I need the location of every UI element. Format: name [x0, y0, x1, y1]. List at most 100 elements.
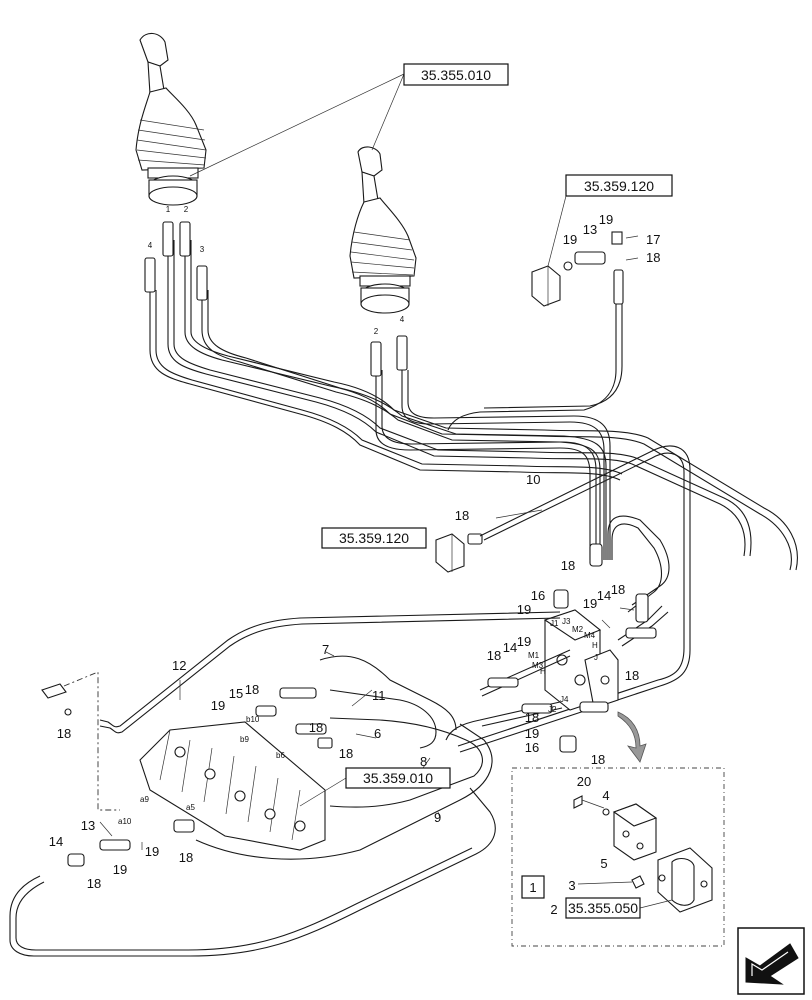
- ref-joysticks: 35.355.010: [421, 67, 491, 83]
- callout: 18: [561, 558, 575, 573]
- detail-leaders: [577, 881, 673, 909]
- port-label: a10: [118, 817, 132, 826]
- callout: 13: [583, 222, 597, 237]
- callout: 18: [525, 710, 539, 725]
- port-label: J4: [560, 695, 569, 704]
- callout: 18: [179, 850, 193, 865]
- ref-box-valve: 35.359.010: [345, 767, 451, 789]
- callout: 2: [550, 902, 557, 917]
- callout: 19: [211, 698, 225, 713]
- callout: 12: [172, 658, 186, 673]
- port-labels: 1 2 3 4 2 4 J1 J3 M1 M2 M3 M4 H H J J2 J…: [118, 205, 598, 826]
- ref-pilot-mid: 35.359.120: [339, 530, 409, 546]
- hose-9: [195, 723, 493, 860]
- port-label: 1: [166, 205, 171, 214]
- callout: 19: [563, 232, 577, 247]
- pilot-valve-mid: [435, 533, 483, 573]
- callout: 20: [577, 774, 591, 789]
- dashed-link: [63, 671, 120, 811]
- callout: 6: [374, 726, 381, 741]
- port-label: J2: [548, 705, 557, 714]
- callout: 19: [583, 596, 597, 611]
- callout: 1: [529, 880, 536, 895]
- port-label: J1: [550, 619, 559, 628]
- callout: 14: [49, 834, 63, 849]
- ref-box-joysticks: 35.355.010: [403, 63, 509, 86]
- callout: 18: [591, 752, 605, 767]
- callout: 11: [372, 688, 386, 703]
- port-label: 4: [148, 241, 153, 250]
- detail-box: [511, 767, 725, 947]
- ref-box-pilot-mid: 35.359.120: [321, 527, 427, 549]
- callout: 17: [646, 232, 660, 247]
- port-label: 3: [200, 245, 205, 254]
- callout: 18: [625, 668, 639, 683]
- ref-valve: 35.359.010: [363, 770, 433, 786]
- port-label: J: [594, 653, 598, 662]
- port-label: b6: [276, 751, 285, 760]
- callout: 4: [602, 788, 609, 803]
- callout: 18: [487, 648, 501, 663]
- port-label: M2: [572, 625, 584, 634]
- hose-11: [329, 689, 437, 749]
- callout: 18: [57, 726, 71, 741]
- left-joystick: [135, 32, 207, 206]
- hose-8: [329, 717, 483, 808]
- port-label: b9: [240, 735, 249, 744]
- callout: 3: [568, 878, 575, 893]
- hose-12: [99, 611, 561, 728]
- ref-bracket: 35.355.050: [568, 900, 638, 916]
- port-label: H: [592, 641, 598, 650]
- callout: 16: [525, 740, 539, 755]
- port-label: a5: [186, 803, 195, 812]
- joystick-hose-bundle: [149, 240, 798, 571]
- ref-pilot-top: 35.359.120: [584, 178, 654, 194]
- joystick-hose-fittings: [144, 221, 624, 377]
- callout: 18: [87, 876, 101, 891]
- callout: 19: [517, 602, 531, 617]
- port-label: M4: [584, 631, 596, 640]
- port-label: J3: [562, 617, 571, 626]
- detail-parts: [573, 795, 713, 913]
- callout: 13: [81, 818, 95, 833]
- callout: 5: [600, 856, 607, 871]
- navigation-arrow-icon[interactable]: [737, 927, 805, 995]
- detail-ref-box-1: [521, 875, 545, 899]
- port-label: H: [540, 667, 546, 676]
- port-label: a9: [140, 795, 149, 804]
- bottom-loop-hose: [9, 787, 496, 957]
- port-label: 4: [400, 315, 405, 324]
- left-fitting: [41, 683, 72, 716]
- callout: 18: [339, 746, 353, 761]
- callout: 10: [526, 472, 540, 487]
- callout: 9: [434, 810, 441, 825]
- port-label: b10: [246, 715, 260, 724]
- callout: 18: [245, 682, 259, 697]
- right-joystick: [349, 146, 417, 314]
- callout: 19: [145, 844, 159, 859]
- joystick-ref-leaders: [189, 73, 405, 177]
- callout: 18: [309, 720, 323, 735]
- callout: 18: [646, 250, 660, 265]
- detail-arrow: [617, 711, 647, 763]
- callout: 19: [525, 726, 539, 741]
- callout: 14: [503, 640, 517, 655]
- callout-leaders: [99, 235, 639, 850]
- callout: 7: [322, 642, 329, 657]
- callout: 19: [599, 212, 613, 227]
- number-callouts: 19 13 19 17 18 10 18 18 16 19 19 14 18 1…: [49, 212, 661, 917]
- pilot-valve-top: [531, 195, 623, 307]
- callout: 16: [531, 588, 545, 603]
- hose-10: [459, 445, 691, 753]
- valve-ref-leader: [299, 777, 347, 807]
- ref-box-pilot-top: 35.359.120: [565, 174, 673, 197]
- control-block: [543, 609, 619, 711]
- callout: 19: [113, 862, 127, 877]
- callout: 19: [517, 634, 531, 649]
- main-control-valve: [139, 721, 326, 851]
- hose-7: [319, 655, 457, 731]
- callout: 18: [611, 582, 625, 597]
- callout: 15: [229, 686, 243, 701]
- callout: 8: [420, 754, 427, 769]
